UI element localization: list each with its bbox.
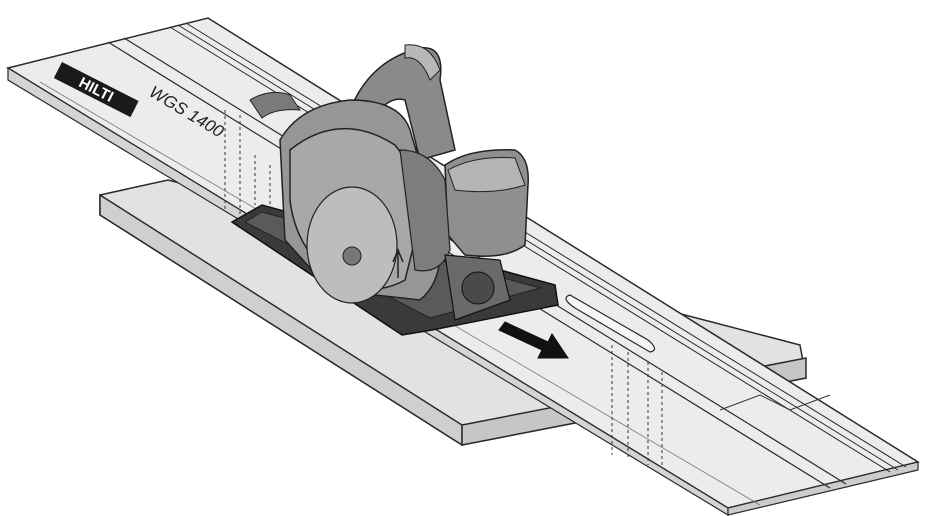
direction-arrow-icon — [498, 321, 569, 359]
circular-saw — [230, 44, 559, 336]
